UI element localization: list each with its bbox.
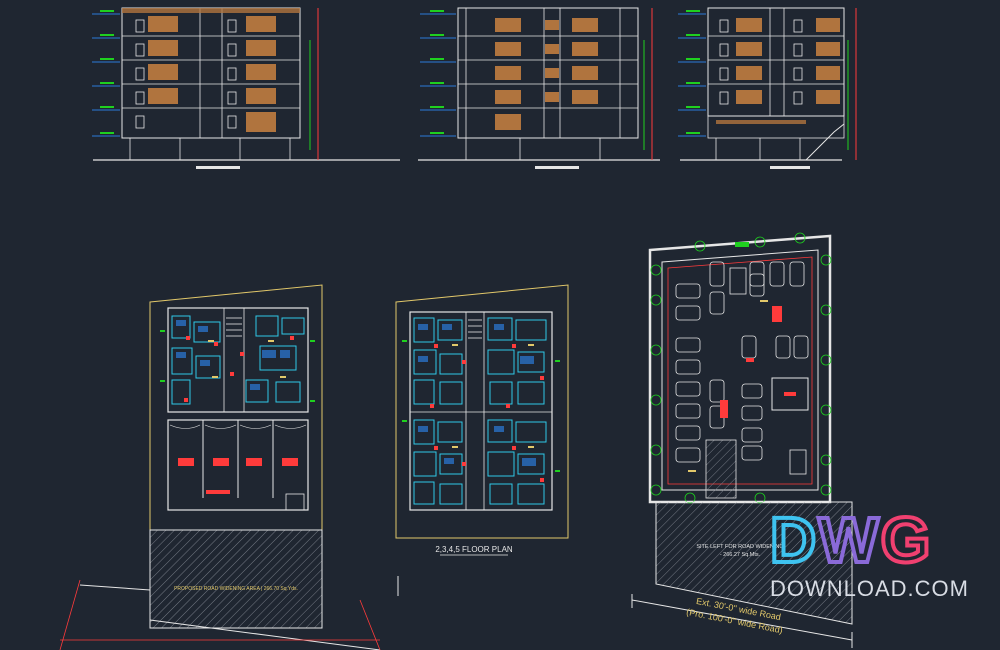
side-elevation [418,7,660,169]
watermark-letters: D W G [768,504,980,576]
road-widening-note-line1: SITE LEFT FOR ROAD WIDENING [696,544,783,550]
watermark-letter-d: D [768,504,818,576]
ground-floor-plan: PROPOSED ROAD WIDENING AREA | 266.70 Sq.… [59,284,381,650]
watermark-letter-w: W [816,504,880,576]
road-widening-note-line2: - 266.27 Sq.Mts. [720,552,761,558]
front-elevation [92,7,400,169]
watermark-logo: D W G DOWNLOAD.COM [768,504,980,618]
rear-elevation [678,7,857,169]
proposed-widening-note: PROPOSED ROAD WIDENING AREA | 266.70 Sq.… [174,586,298,592]
watermark-letter-g: G [879,504,933,576]
watermark-subtitle: DOWNLOAD.COM [770,576,969,601]
floor-plan-label: 2,3,4,5 FLOOR PLAN [435,545,513,554]
typical-floor-plan: 2,3,4,5 FLOOR PLAN [395,284,569,596]
